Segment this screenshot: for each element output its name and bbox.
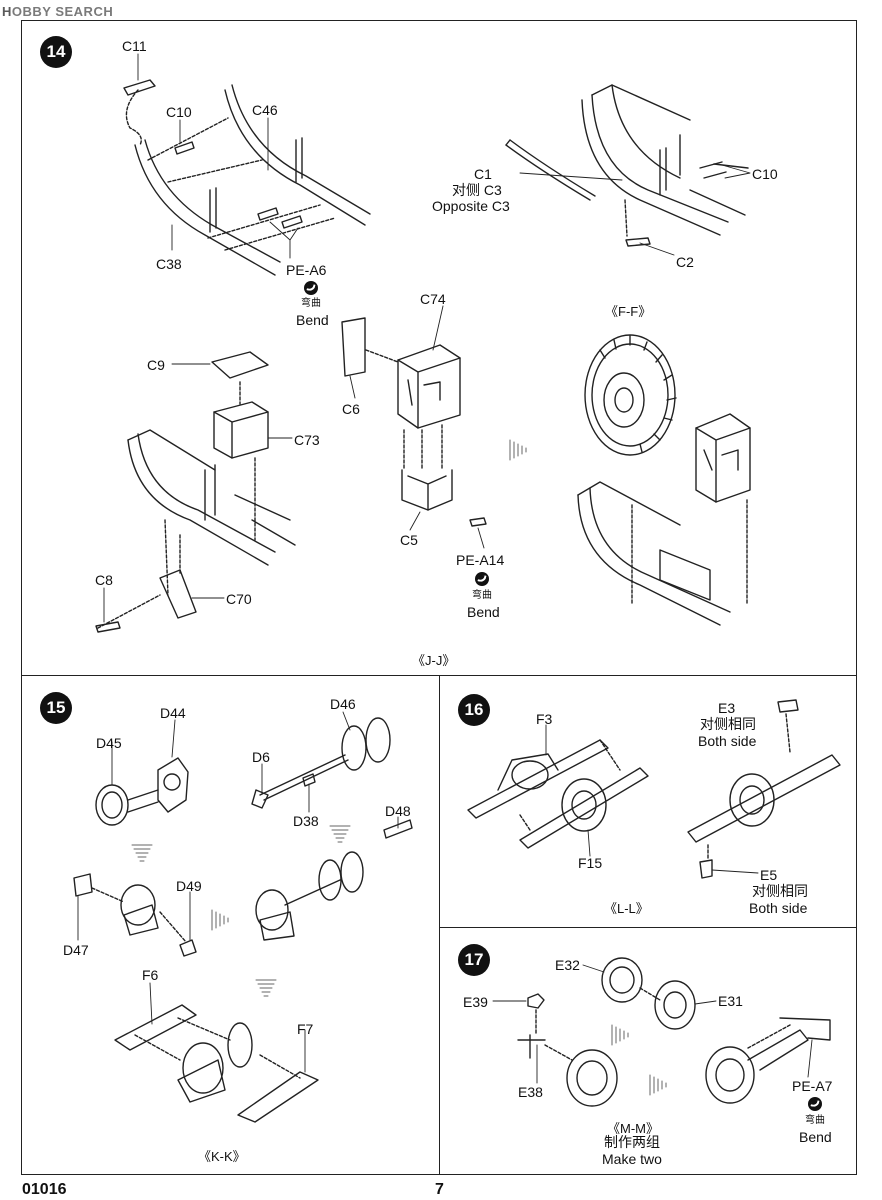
label-d48: D48	[385, 803, 411, 819]
label-c1: C1	[474, 166, 492, 182]
label-d38: D38	[293, 813, 319, 829]
bend-label-cn: 弯曲	[472, 590, 492, 601]
step-17-panel	[439, 927, 857, 1175]
bend-label-en: Bend	[467, 604, 500, 620]
bend-label-cn: 弯曲	[301, 298, 321, 309]
section-code-ll: 《L-L》	[604, 901, 649, 916]
label-c74: C74	[420, 291, 446, 307]
label-e38: E38	[518, 1084, 543, 1100]
page-number: 7	[435, 1181, 444, 1198]
label-c1-opposite-en: Opposite C3	[432, 198, 510, 214]
label-f6: F6	[142, 967, 159, 983]
step-16-badge: 16	[458, 694, 490, 726]
label-c38: C38	[156, 256, 182, 272]
label-f15: F15	[578, 855, 603, 871]
label-e39: E39	[463, 994, 488, 1010]
label-pe-a7: PE-A7	[792, 1078, 833, 1094]
note-make-two-en: Make two	[602, 1151, 662, 1167]
product-code: 01016	[22, 1181, 67, 1198]
label-c1-opposite-cn: 对侧 C3	[452, 182, 502, 198]
arrow-14	[509, 439, 527, 461]
bend-label-en: Bend	[296, 312, 329, 328]
label-c70: C70	[226, 591, 252, 607]
label-pe-a14: PE-A14	[456, 552, 505, 568]
label-c2: C2	[676, 254, 694, 270]
label-e31: E31	[718, 993, 743, 1009]
label-e5: E5	[760, 867, 778, 883]
label-d49: D49	[176, 878, 202, 894]
frame-assembly-upper-left	[123, 79, 371, 276]
label-c73: C73	[294, 432, 320, 448]
label-c46: C46	[252, 102, 278, 118]
label-e3-cn: 对侧相同	[700, 716, 756, 732]
leader-lines	[77, 53, 813, 1084]
label-e3: E3	[718, 700, 736, 716]
label-d47: D47	[63, 942, 89, 958]
bend-icon	[808, 1097, 822, 1111]
label-d45: D45	[96, 735, 122, 751]
label-e3-en: Both side	[698, 733, 757, 749]
label-d44: D44	[160, 705, 186, 721]
label-c9: C9	[147, 357, 165, 373]
label-e5-cn: 对侧相同	[752, 883, 808, 899]
label-f7: F7	[297, 1021, 314, 1037]
label-c5: C5	[400, 532, 418, 548]
fuel-tank-box-assembly	[341, 317, 487, 527]
frame-assembly-upper-right	[505, 84, 749, 247]
arrows-17	[611, 1024, 667, 1096]
arrows-15	[131, 825, 351, 997]
label-e5-en: Both side	[749, 900, 808, 916]
note-make-two-cn: 制作两组	[604, 1134, 660, 1150]
bend-label-en: Bend	[799, 1129, 832, 1145]
bend-label-cn: 弯曲	[805, 1115, 825, 1126]
label-c10-right: C10	[752, 166, 778, 182]
section-code-kk: 《K-K》	[198, 1149, 246, 1164]
label-c10-left: C10	[166, 104, 192, 120]
bend-icon	[475, 572, 489, 586]
label-d6: D6	[252, 749, 270, 765]
winch-drum-assembly	[73, 717, 413, 1123]
label-c11: C11	[122, 38, 147, 54]
label-f3: F3	[536, 711, 553, 727]
step-14-badge: 14	[40, 36, 72, 68]
frame-assembly-lower-left	[95, 351, 296, 633]
section-code-jj: 《J-J》	[412, 653, 456, 668]
axle-assembly	[467, 699, 841, 879]
label-c8: C8	[95, 572, 113, 588]
label-e32: E32	[555, 957, 580, 973]
section-code-mm: 《M-M》	[607, 1121, 659, 1136]
bend-icon	[304, 281, 318, 295]
step-17-badge: 17	[458, 944, 490, 976]
label-c6: C6	[342, 401, 360, 417]
label-pe-a6: PE-A6	[286, 262, 327, 278]
hub-assembly	[517, 957, 831, 1107]
watermark: HOBBY SEARCH	[2, 4, 114, 19]
label-d46: D46	[330, 696, 356, 712]
section-code-ff: 《F-F》	[605, 304, 652, 319]
spare-wheel-assembly	[577, 334, 751, 626]
step-15-badge: 15	[40, 692, 72, 724]
